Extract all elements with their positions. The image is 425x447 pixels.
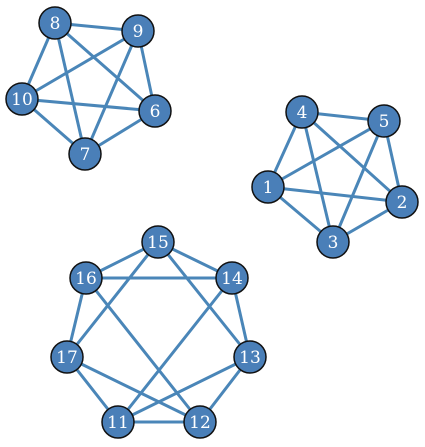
node-12: 12: [183, 405, 217, 439]
node-circle: [183, 405, 217, 439]
edge-14-11: [116, 276, 234, 424]
node-circle: [367, 104, 401, 138]
node-10: 10: [5, 82, 39, 116]
node-circle: [5, 82, 39, 116]
edge-16-12: [84, 276, 202, 424]
node-16: 16: [69, 261, 103, 295]
node-circle: [251, 170, 285, 204]
node-circle: [138, 94, 172, 128]
node-4: 4: [285, 95, 319, 129]
node-2: 2: [385, 185, 419, 219]
node-1: 1: [251, 170, 285, 204]
edge-4-2: [300, 110, 404, 204]
edge-17-12: [65, 355, 202, 424]
edge-13-11: [116, 355, 252, 424]
edge-5-1: [266, 119, 386, 189]
edge-1-2: [266, 185, 404, 204]
node-circle: [101, 405, 135, 439]
edge-8-7: [53, 21, 87, 156]
node-circle: [215, 261, 249, 295]
node-8: 8: [38, 6, 72, 40]
node-14: 14: [215, 261, 249, 295]
edge-15-13: [156, 240, 252, 359]
node-11: 11: [101, 405, 135, 439]
node-circle: [233, 340, 267, 374]
edge-10-6: [20, 97, 157, 113]
node-15: 15: [141, 225, 175, 259]
node-circle: [316, 225, 350, 259]
edge-8-6: [53, 21, 157, 113]
node-17: 17: [50, 340, 84, 374]
node-3: 3: [316, 225, 350, 259]
node-7: 7: [68, 137, 102, 171]
node-circle: [141, 225, 175, 259]
edge-15-17: [65, 240, 160, 359]
node-13: 13: [233, 340, 267, 374]
node-6: 6: [138, 94, 172, 128]
edge-9-10: [20, 29, 140, 101]
node-5: 5: [367, 104, 401, 138]
node-circle: [50, 340, 84, 374]
edge-4-3: [300, 110, 335, 244]
node-circle: [69, 261, 103, 295]
edge-5-3: [331, 119, 386, 244]
node-circle: [385, 185, 419, 219]
node-circle: [38, 6, 72, 40]
node-circle: [121, 14, 155, 48]
node-circle: [285, 95, 319, 129]
node-circle: [68, 137, 102, 171]
edge-9-7: [83, 29, 140, 156]
node-9: 9: [121, 14, 155, 48]
